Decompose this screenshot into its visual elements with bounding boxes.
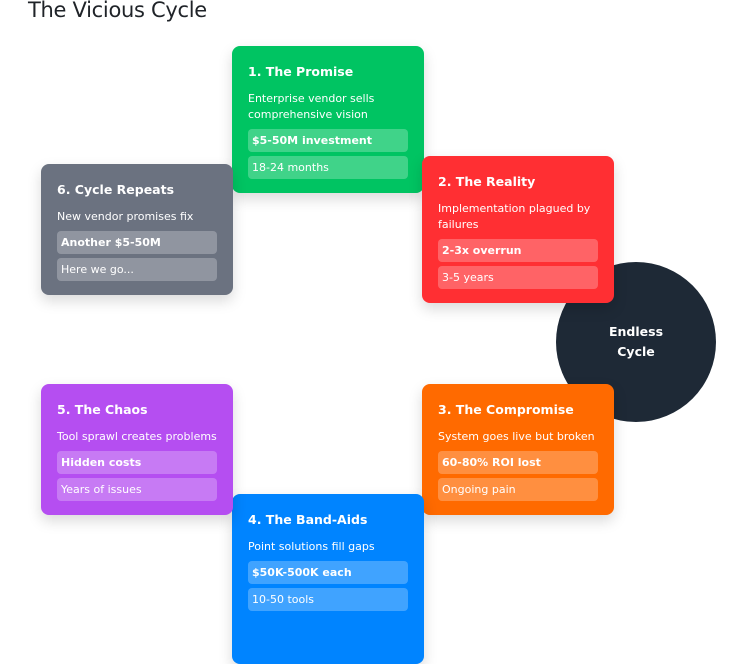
- step-card-chaos: 5. The Chaos Tool sprawl creates problem…: [41, 384, 233, 515]
- step-tag: Here we go...: [57, 258, 217, 281]
- step-description: Implementation plagued by failures: [438, 202, 591, 231]
- step-tag: Years of issues: [57, 478, 217, 501]
- step-description: System goes live but broken: [438, 430, 595, 443]
- step-tag: 2-3x overrun: [438, 239, 598, 262]
- step-title: 1. The Promise: [248, 64, 354, 79]
- step-description: Enterprise vendor sells comprehensive vi…: [248, 92, 375, 121]
- step-title: 2. The Reality: [438, 174, 536, 189]
- step-card-compromise: 3. The Compromise System goes live but b…: [422, 384, 614, 515]
- step-card-promise: 1. The Promise Enterprise vendor sells c…: [232, 46, 424, 193]
- step-title: 4. The Band-Aids: [248, 512, 368, 527]
- step-tag: 60-80% ROI lost: [438, 451, 598, 474]
- step-tag: 10-50 tools: [248, 588, 408, 611]
- center-label: Endless Cycle: [608, 324, 664, 359]
- step-card-band-aids: 4. The Band-Aids Point solutions fill ga…: [232, 494, 424, 664]
- step-title: 3. The Compromise: [438, 402, 574, 417]
- step-card-reality: 2. The Reality Implementation plagued by…: [422, 156, 614, 303]
- step-tag: 18-24 months: [248, 156, 408, 179]
- step-tag: 3-5 years: [438, 266, 598, 289]
- step-card-cycle-repeats: 6. Cycle Repeats New vendor promises fix…: [41, 164, 233, 295]
- step-description: Tool sprawl creates problems: [57, 430, 217, 443]
- step-tag: $5-50M investment: [248, 129, 408, 152]
- step-description: Point solutions fill gaps: [248, 540, 375, 553]
- step-description: New vendor promises fix: [57, 210, 194, 223]
- page-title: The Vicious Cycle: [28, 0, 207, 22]
- step-tag: $50K-500K each: [248, 561, 408, 584]
- step-title: 5. The Chaos: [57, 402, 148, 417]
- step-tag: Another $5-50M: [57, 231, 217, 254]
- step-tag: Hidden costs: [57, 451, 217, 474]
- step-tag: Ongoing pain: [438, 478, 598, 501]
- step-title: 6. Cycle Repeats: [57, 182, 175, 197]
